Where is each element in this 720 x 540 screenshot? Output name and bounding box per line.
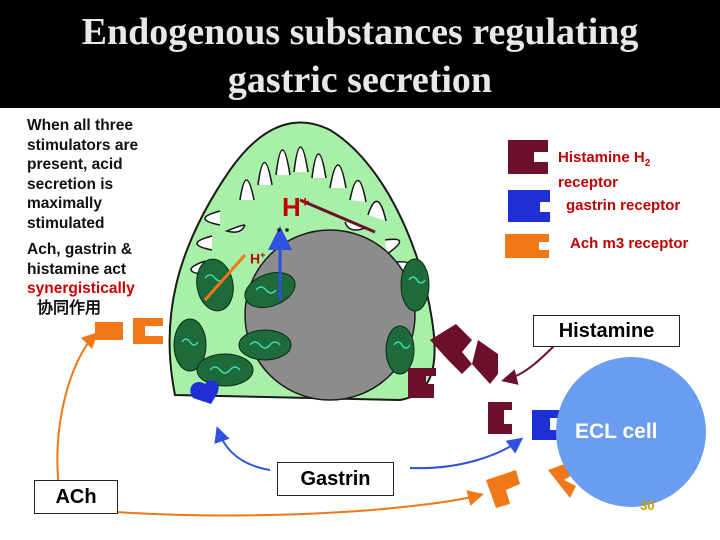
histamine-arrow-in: [299, 198, 376, 234]
ach-to-cell-arrow: [56, 332, 98, 496]
synergistically-label: synergistically: [27, 280, 135, 297]
text-line: stimulators are: [27, 136, 139, 154]
h-plus-small: H+: [250, 250, 265, 267]
nucleus: [244, 229, 416, 401]
ecl-cell-label: ECL cell: [575, 420, 658, 443]
title-line-2: gastric secretion: [227, 59, 493, 101]
legend-gastrin-icon: [508, 190, 550, 222]
ach-arrow-in: [203, 254, 247, 301]
ach-receptor-free: [133, 318, 163, 344]
ach-molecule: [95, 322, 123, 340]
h-plus-large: H+: [282, 192, 310, 223]
histamine-molecule-2: [472, 340, 498, 384]
ecl-histamine-receptor: [488, 402, 512, 434]
plus-sign: +: [300, 193, 310, 211]
ecl-cell: [556, 357, 706, 507]
gastrin-to-ecl-arrow: [409, 437, 524, 470]
text-line: present, acid: [27, 156, 123, 173]
h-letter: H: [282, 192, 301, 222]
h-letter: H: [250, 250, 261, 267]
chinese-label: 协同作用: [37, 299, 102, 317]
parietal-cell: [168, 121, 436, 404]
text-line: secretion is: [27, 175, 114, 193]
legend-ach-label: Ach m3 receptor: [570, 235, 689, 252]
slide-title: Endogenous substances regulating gastric…: [0, 8, 720, 104]
page-number: 30: [640, 498, 655, 513]
text-line: histamine act: [27, 260, 127, 278]
legend-histamine-h2-icon: [508, 140, 548, 174]
histamine-molecule-1: [430, 324, 472, 374]
ach-label: ACh: [34, 480, 118, 514]
gastrin-to-cell-arrow: [214, 426, 271, 471]
histamine-h2-text: Histamine H: [558, 149, 645, 166]
text-line: Ach, gastrin &: [27, 241, 133, 258]
receptor-text: receptor: [558, 174, 619, 191]
cell-gastrin-receptor: [190, 380, 219, 404]
legend-histamine-h2-label: Histamine H2 receptor: [558, 148, 650, 192]
text-line: stimulated: [27, 214, 105, 232]
h2-subscript: 2: [644, 158, 651, 169]
synergy-explanation-2: Ach, gastrin & histamine act synergistic…: [27, 240, 135, 318]
ach-to-ecl-arrow: [114, 490, 484, 517]
title-line-1: Endogenous substances regulating: [81, 11, 639, 53]
synergy-explanation-1: When all three stimulators are present, …: [27, 116, 138, 233]
gastrin-label: Gastrin: [277, 462, 394, 496]
ecl-ach-receptor: [486, 470, 520, 508]
plus-sign: +: [260, 250, 266, 260]
text-line: When all three: [27, 117, 133, 134]
legend-ach-icon: [505, 234, 549, 258]
title-bar: [0, 0, 720, 108]
cell-histamine-receptor: [408, 368, 436, 398]
text-line: maximally: [27, 195, 102, 212]
legend-gastrin-label: gastrin receptor: [566, 197, 681, 214]
histamine-label: Histamine: [533, 315, 680, 347]
ecl-gastrin-receptor: [532, 410, 560, 440]
